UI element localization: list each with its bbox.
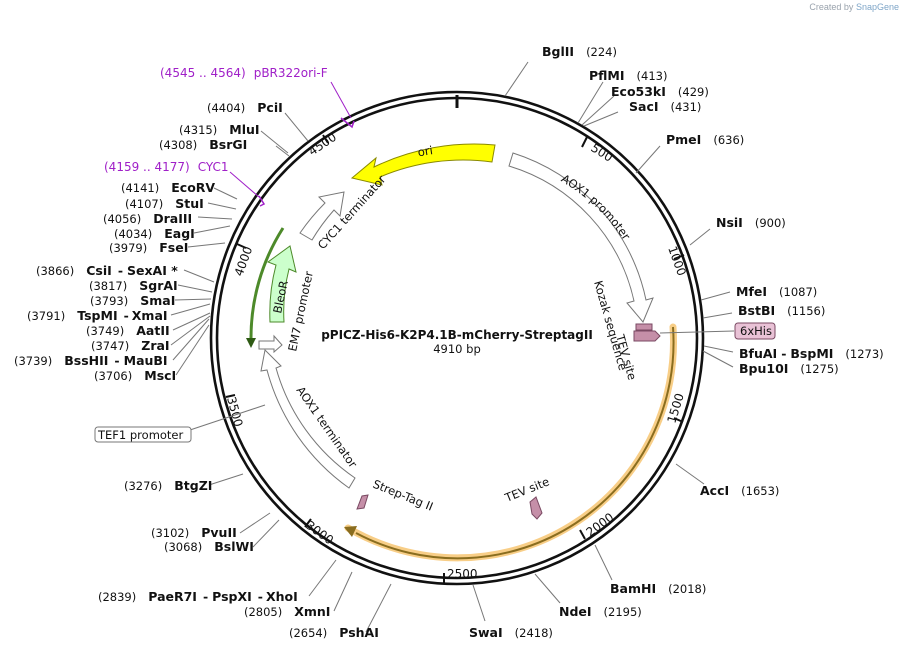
primer-label-pbr322ori-f: (4545 .. 4564)pBR322ori-F <box>160 66 328 80</box>
site-label-nsii: NsiI(900) <box>716 215 786 230</box>
plasmid-name: pPICZ-His6-K2P4.1B-mCherry-StreptagII <box>321 328 593 342</box>
site-label-xmni: (2805)XmnI <box>244 604 330 619</box>
his-box <box>734 322 776 340</box>
site-label-mfei: MfeI(1087) <box>736 284 817 299</box>
site-label-bamhi: BamHI(2018) <box>610 581 706 596</box>
site-label-bstbi: BstBI(1156) <box>738 303 825 318</box>
aox1-promoter-feature <box>508 152 654 323</box>
tef1-leader <box>189 404 266 431</box>
site-label-draiii: (4056)DraIII <box>103 211 192 226</box>
site-label-smai: (3793)SmaI <box>90 293 175 308</box>
site-label-eagi: (4034)EagI <box>114 226 195 241</box>
ori-label: ori <box>416 143 433 159</box>
primer-label-cyc1: (4159 .. 4177)CYC1 <box>104 160 229 174</box>
em7-promoter-feature <box>258 334 283 354</box>
site-label-fsei: (3979)FseI <box>109 240 188 255</box>
site-label-bsshii: (3739)BssHII-MauBI <box>14 353 168 368</box>
site-label-csii: (3866)CsiI-SexAI * <box>36 263 178 278</box>
primer-cyc1-leader <box>229 171 260 198</box>
tick-label: 2500 <box>447 567 478 581</box>
site-label-pmei: PmeI(636) <box>666 132 744 147</box>
primer-pbr322ori-f-mark <box>340 117 355 129</box>
site-label-pcii: (4404)PciI <box>207 100 283 115</box>
site-label-pflmi: PflMI(413) <box>589 68 667 83</box>
site-label-acci: AccI(1653) <box>700 483 779 498</box>
site-label-stui: (4107)StuI <box>125 196 204 211</box>
site-label-ecorv: (4141)EcoRV <box>121 180 215 195</box>
site-label-bglii: BglII(224) <box>542 44 617 59</box>
bleor-feature <box>266 245 297 323</box>
site-label-zrai: (3747)ZraI <box>91 338 170 353</box>
strep-tag-label: Strep-Tag II <box>371 477 435 514</box>
site-label-aatii: (3749)AatII <box>86 323 170 338</box>
snapgene-credit: Created by SnapGene <box>809 2 899 12</box>
left-site-leaders <box>170 112 392 633</box>
orf-arrow <box>355 326 675 560</box>
site-label-saci: SacI(431) <box>629 99 701 114</box>
his-marker <box>633 330 661 342</box>
site-label-paer7i: (2839)PaeR7I-PspXI-XhoI <box>98 589 298 604</box>
site-label-swai: SwaI(2418) <box>469 625 553 640</box>
strep-tag-marker <box>356 494 369 510</box>
site-label-bfuai: BfuAI-BspMI(1273) <box>739 346 884 361</box>
tef1-box <box>94 426 192 443</box>
site-label-msci: (3706)MscI <box>94 368 176 383</box>
tick-label: 4500 <box>306 130 339 159</box>
primer-cyc1-mark <box>258 195 266 207</box>
tev-site-label-2: TEV site <box>502 474 551 505</box>
his-leader <box>659 330 735 334</box>
plasmid-size: 4910 bp <box>433 342 481 356</box>
site-label-bslwi: (3068)BslWI <box>164 539 254 554</box>
site-label-mlui: (4315)MluI <box>179 122 260 137</box>
cyc1-terminator-feature <box>299 191 345 241</box>
his-label: 6xHis <box>740 324 772 338</box>
site-label-btgzi: (3276)BtgZI <box>124 478 212 493</box>
bleor-orf-arc <box>249 227 285 341</box>
site-label-tspmi: (3791)TspMI-XmaI <box>27 308 168 323</box>
primer-pbr322ori-f-leader <box>330 81 352 119</box>
bleor-orf-arrowhead <box>246 338 256 348</box>
site-label-ndei: NdeI(2195) <box>559 604 642 619</box>
site-label-eco53ki: Eco53kI(429) <box>611 84 709 99</box>
aox1-terminator-feature <box>260 348 356 489</box>
site-label-bpu10i: Bpu10I(1275) <box>739 361 839 376</box>
site-label-pshai: (2654)PshAI <box>289 625 379 640</box>
aox1-promoter-label: AOX1 promoter <box>559 171 634 242</box>
tef1-label: TEF1 promoter <box>97 428 184 442</box>
site-label-bsrgi: (4308)BsrGI <box>159 137 247 152</box>
ori-feature <box>350 143 496 186</box>
kozak-marker <box>635 323 653 331</box>
site-label-sgrai: (3817)SgrAI <box>89 278 178 293</box>
tick-label: 500 <box>588 141 615 165</box>
tev-site-marker <box>529 496 543 520</box>
site-label-pvuii: (3102)PvuII <box>151 525 237 540</box>
right-site-leaders <box>472 61 734 622</box>
bleor-label: BleoR <box>270 279 291 314</box>
orf-arrowhead <box>344 526 357 537</box>
